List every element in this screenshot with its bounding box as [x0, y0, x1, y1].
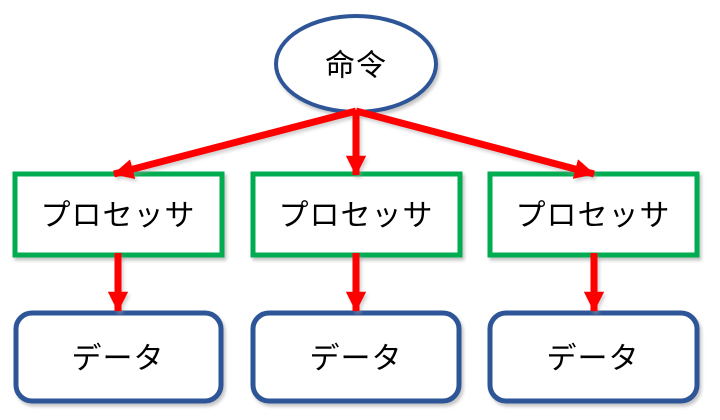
- data-label-3: データ: [547, 343, 640, 376]
- instruction-label: 命令: [325, 50, 387, 83]
- data-box-1: [13, 310, 224, 404]
- arrow-instruction-to-processor-1: [113, 107, 357, 179]
- processor-label-1: プロセッサ: [41, 200, 196, 233]
- data-label-1: データ: [72, 343, 165, 376]
- processor-label-3: プロセッサ: [516, 200, 671, 233]
- data-label-2: データ: [310, 343, 403, 376]
- processor-label-2: プロセッサ: [279, 200, 434, 233]
- arrow-instruction-to-processor-3: [355, 107, 595, 179]
- data-box-2: [250, 310, 462, 404]
- data-box-3: [487, 310, 700, 404]
